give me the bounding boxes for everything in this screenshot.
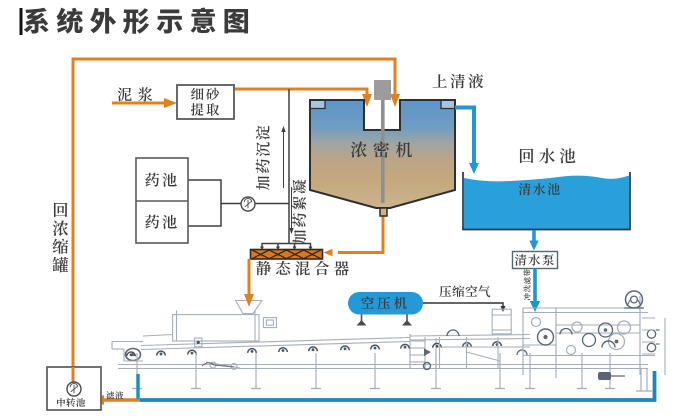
svg-text:清水泵: 清水泵 — [514, 251, 555, 269]
svg-text:浓密机: 浓密机 — [350, 136, 418, 161]
svg-text:浓: 浓 — [52, 215, 69, 239]
svg-text:滤液: 滤液 — [106, 390, 124, 402]
svg-text:提取: 提取 — [191, 99, 222, 119]
svg-text:泥浆: 泥浆 — [117, 84, 159, 105]
svg-text:冲洗滤带: 冲洗滤带 — [522, 269, 533, 301]
svg-text:上清液: 上清液 — [432, 70, 486, 92]
svg-text:清水池: 清水池 — [518, 179, 562, 198]
svg-text:加药絮凝: 加药絮凝 — [289, 177, 310, 244]
svg-text:静态混合器: 静态混合器 — [256, 257, 354, 279]
svg-text:药池: 药池 — [144, 212, 179, 233]
svg-text:系统外形示意图: 系统外形示意图 — [23, 0, 256, 39]
svg-text:中转池: 中转池 — [56, 395, 86, 409]
svg-text:加药沉淀: 加药沉淀 — [253, 123, 274, 190]
svg-text:罐: 罐 — [52, 252, 69, 276]
svg-text:空压机: 空压机 — [361, 292, 411, 312]
svg-text:压缩空气: 压缩空气 — [439, 282, 491, 300]
svg-text:缩: 缩 — [52, 234, 69, 258]
svg-text:回: 回 — [52, 197, 69, 221]
svg-text:药池: 药池 — [144, 170, 179, 191]
svg-text:细砂: 细砂 — [191, 83, 222, 103]
svg-text:回水池: 回水池 — [518, 143, 580, 167]
